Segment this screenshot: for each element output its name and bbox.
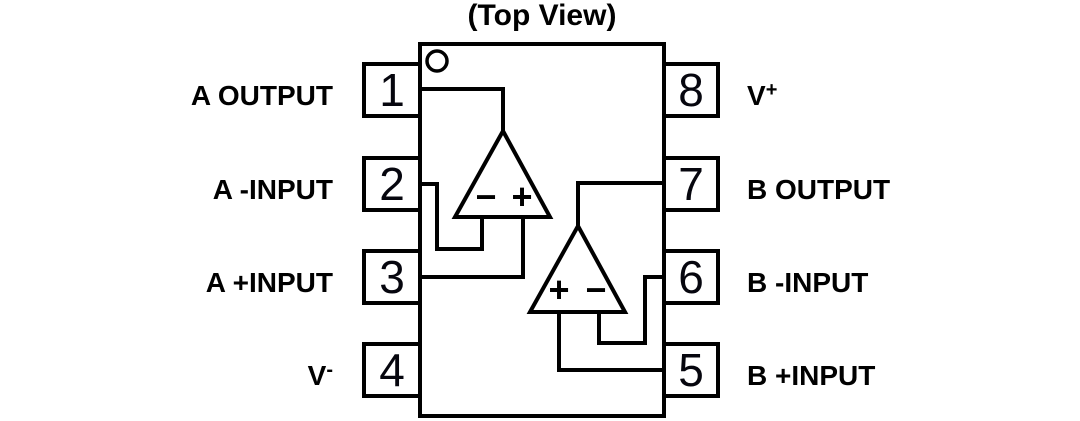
pin-number-5: 5 xyxy=(678,344,704,396)
pin-label-text: B OUTPUT xyxy=(747,174,891,205)
pin-label-text: A +INPUT xyxy=(205,267,333,298)
pin-label-text: A OUTPUT xyxy=(190,80,333,111)
pin-box-2: 2 xyxy=(362,156,422,212)
pin-box-8: 8 xyxy=(662,62,720,118)
pin1-indicator-circle xyxy=(425,49,449,73)
pin-number-1: 1 xyxy=(379,64,405,116)
wire-pin2-to-opamp-a-inverting xyxy=(418,182,484,251)
pin-number-6: 6 xyxy=(678,251,704,303)
pin-number-4: 4 xyxy=(379,344,405,396)
ic-body xyxy=(418,42,666,418)
opamp-b-noninverting-sign: + xyxy=(548,269,570,310)
pin-label-text: B -INPUT xyxy=(747,267,869,298)
pin-box-1: 1 xyxy=(362,62,422,118)
pin-label-superscript: - xyxy=(326,359,333,381)
diagram-title: (Top View) xyxy=(467,0,617,32)
pin-label-v-plus: V+ xyxy=(747,62,777,118)
pin-number-7: 7 xyxy=(678,158,704,210)
opamp-a-noninverting-sign: + xyxy=(511,176,533,217)
wire-pin5-to-opamp-b-noninverting xyxy=(557,310,666,372)
pin-box-7: 7 xyxy=(662,156,720,212)
opamp-b-triangle xyxy=(526,221,629,314)
pin-label-text: V xyxy=(307,360,327,391)
pin-label-b-minus-input: B -INPUT xyxy=(747,249,868,305)
wire-pin1-to-opamp-a-output xyxy=(418,87,505,135)
opamp-a-triangle xyxy=(451,126,554,219)
pin-label-superscript: + xyxy=(765,79,778,101)
pin-label-a-output: A OUTPUT xyxy=(3,62,333,118)
pin-label-a-plus-input: A +INPUT xyxy=(3,249,333,305)
opamp-a-inverting-sign: − xyxy=(475,176,497,217)
pin-box-6: 6 xyxy=(662,249,720,305)
pin-label-v-minus: V- xyxy=(3,342,333,398)
wire-pin3-to-opamp-a-noninverting xyxy=(418,215,525,279)
pin-number-8: 8 xyxy=(678,64,704,116)
pin-label-b-output: B OUTPUT xyxy=(747,156,890,212)
pin-label-b-plus-input: B +INPUT xyxy=(747,342,875,398)
pin-label-text: A -INPUT xyxy=(212,174,333,205)
pin-number-2: 2 xyxy=(379,158,405,210)
opamp-b-inverting-sign: − xyxy=(585,269,607,310)
pin-box-4: 4 xyxy=(362,342,422,398)
pin-box-5: 5 xyxy=(662,342,720,398)
pin-box-3: 3 xyxy=(362,249,422,305)
pin-label-text: V xyxy=(747,80,766,111)
wire-pin6-to-opamp-b-inverting xyxy=(597,275,666,345)
pin-label-a-minus-input: A -INPUT xyxy=(3,156,333,212)
pin-label-text: B +INPUT xyxy=(747,360,876,391)
wire-pin7-to-opamp-b-output xyxy=(576,181,666,230)
pin-number-3: 3 xyxy=(379,251,405,303)
